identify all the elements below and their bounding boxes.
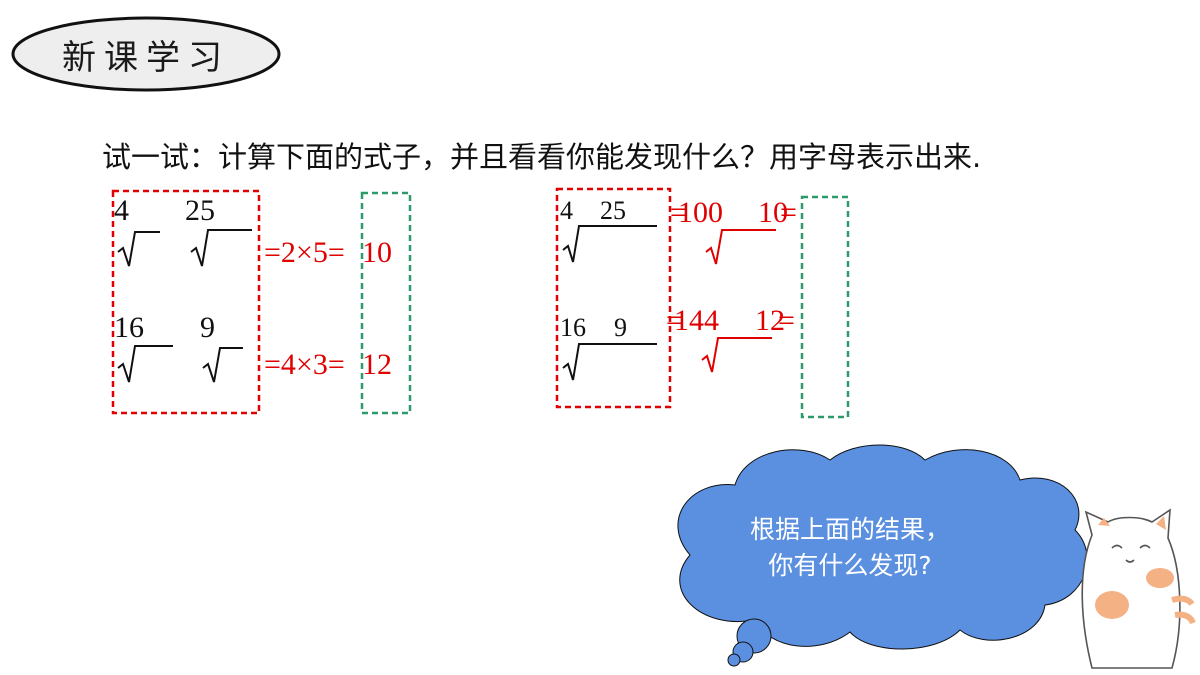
radical-sign-icon (117, 345, 173, 383)
left-r2-rhs: =4×3= (264, 348, 345, 381)
right-r1-tail: = (780, 196, 797, 229)
right-r2-eq: = (666, 304, 683, 337)
right-r2-b: 9 (614, 313, 627, 342)
thought-cloud (677, 444, 1088, 667)
radical-sign-red-icon (701, 337, 772, 373)
right-r1-c: 100 (678, 196, 723, 229)
left-r1-result: 10 (362, 236, 392, 269)
left-r1-rhs: =2×5= (264, 236, 345, 269)
right-r2-tail: = (778, 304, 795, 337)
right-r1-a: 4 (560, 196, 573, 225)
radical-sign-icon (562, 343, 657, 381)
radical-sign-icon (562, 225, 657, 263)
right-r1-eq: = (670, 196, 687, 229)
right-r2-a: 16 (560, 313, 586, 342)
cat-mascot-icon (1081, 508, 1196, 669)
right-r1-d: 10 (758, 196, 788, 229)
right-r1-b: 25 (600, 196, 626, 225)
left-green-dashed-box (360, 191, 412, 415)
left-r1-a: 4 (114, 194, 129, 227)
left-r2-result: 12 (362, 348, 392, 381)
right-r2-d: 12 (755, 304, 785, 337)
bubble-line-2: 你有什么发现? (768, 551, 932, 580)
bubble-text: 根据上面的结果， 你有什么发现? (720, 512, 980, 584)
left-red-dashed-box (111, 189, 261, 415)
left-r1-b: 25 (185, 194, 215, 227)
right-r2-c: 144 (674, 304, 719, 337)
radical-sign-icon (202, 347, 243, 383)
right-green-dashed-box (800, 195, 850, 419)
radical-sign-red-icon (705, 229, 776, 265)
exercise-prompt: 试一试：计算下面的式子，并且看看你能发现什么？用字母表示出来. (102, 140, 982, 174)
right-red-dashed-box (555, 187, 672, 409)
section-title: 新课学习 (62, 37, 230, 78)
radical-sign-icon (117, 231, 160, 267)
left-r2-a: 16 (114, 311, 144, 344)
section-pill (11, 16, 281, 92)
bubble-line-1: 根据上面的结果， (749, 515, 950, 544)
radical-sign-icon (190, 229, 252, 267)
left-r2-b: 9 (200, 311, 215, 344)
